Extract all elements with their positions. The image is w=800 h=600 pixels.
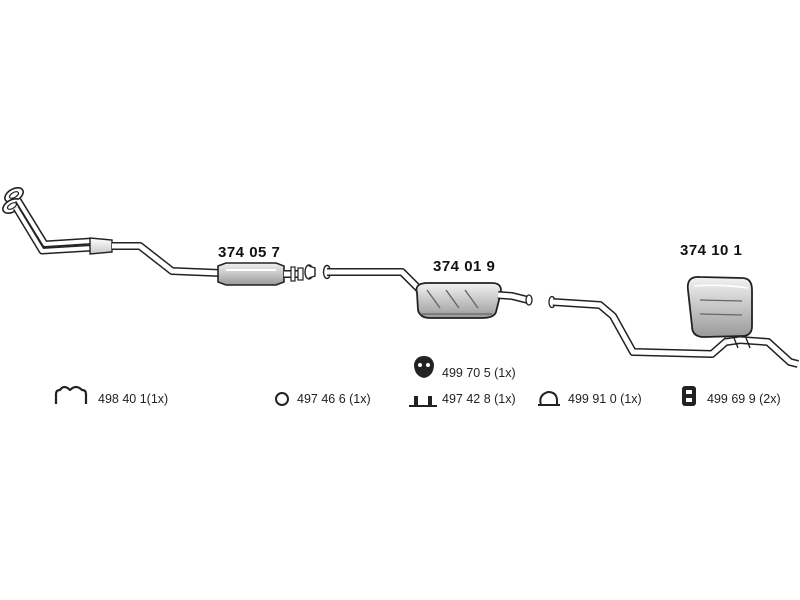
accessory-label-clamp: 499 91 0 (1x) [568,392,642,406]
rear-silencer-assembly[interactable] [548,276,799,368]
accessory-label-rubber-block: 499 69 9 (2x) [707,392,781,406]
ring-icon [275,392,289,406]
middle-silencer-body [415,282,502,319]
front-pipe-assembly[interactable] [0,185,316,286]
front-connector [304,264,316,280]
part-number-rear-silencer: 374 10 1 [680,242,743,259]
rubber-strip-icon [54,385,88,404]
accessory-label-ring: 497 46 6 (1x) [297,392,371,406]
part-number-front-pipe: 374 05 7 [218,244,281,261]
rubber-block-icon [682,386,696,406]
rear-silencer-body [686,276,753,338]
accessory-label-rubber-mount: 499 70 5 (1x) [442,366,516,380]
part-number-middle-silencer: 374 01 9 [433,258,496,275]
accessory-label-mounting-bar: 497 42 8 (1x) [442,392,516,406]
middle-silencer-assembly[interactable] [322,264,533,319]
catalyst-body [217,262,285,286]
mounting-bar-icon [409,396,437,407]
rubber-mount-icon [414,356,434,378]
accessory-label-rubber-strip: 498 40 1(1x) [98,392,169,406]
clamp-icon [538,390,560,406]
